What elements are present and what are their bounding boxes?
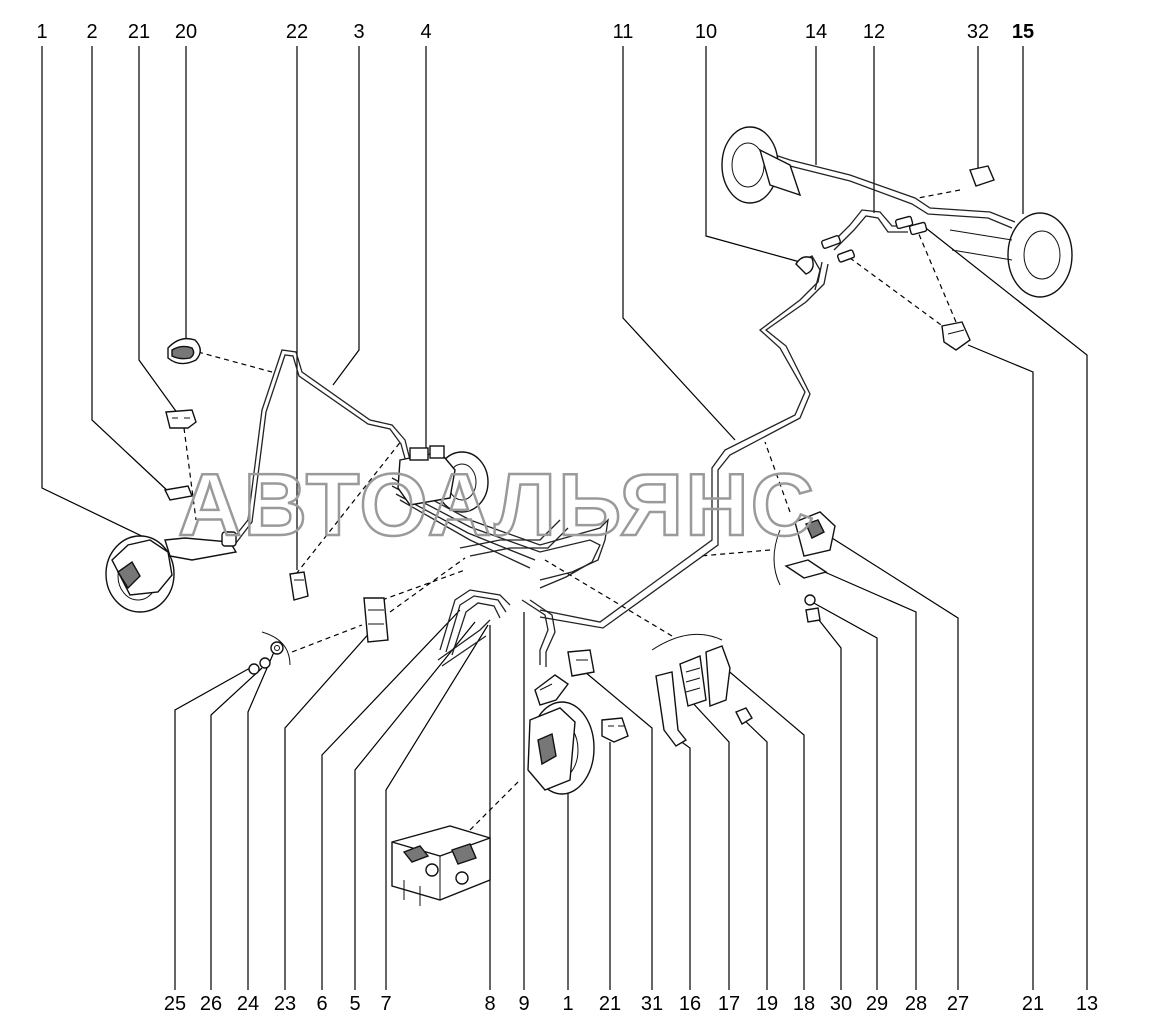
rear-fittings	[795, 215, 928, 275]
right-front-brake	[527, 649, 629, 795]
center-brackets	[651, 633, 753, 747]
callout-bottom-16: 18	[793, 993, 815, 1015]
callout-top-1: 1	[36, 21, 47, 43]
callout-bottom-10: 1	[562, 993, 573, 1015]
left-front-brake	[105, 531, 238, 613]
callout-top-7: 4	[420, 21, 431, 43]
callout-bottom-12: 31	[641, 993, 663, 1015]
callout-bottom-17: 30	[830, 993, 852, 1015]
callout-bottom-15: 19	[756, 993, 778, 1015]
callout-top-6: 3	[353, 21, 364, 43]
callout-bottom-22: 13	[1076, 993, 1098, 1015]
callout-bottom-5: 6	[316, 993, 327, 1015]
left-small-parts	[163, 337, 389, 675]
callout-bottom-4: 23	[274, 993, 296, 1015]
watermark-text: АВТОАЛЬЯНС	[178, 455, 816, 554]
callout-bottom-18: 29	[866, 993, 888, 1015]
callout-bottom-9: 9	[518, 993, 529, 1015]
callout-bottom-19: 28	[905, 993, 927, 1015]
callouts-bottom: 25 26 24 23 6 5 7 8 9 1 21 31 16 17 19 1…	[164, 993, 1098, 1015]
callout-top-2: 2	[86, 21, 97, 43]
callout-top-12: 32	[967, 21, 989, 43]
callout-bottom-13: 16	[679, 993, 701, 1015]
callout-bottom-14: 17	[718, 993, 740, 1015]
assembly-arrows	[183, 189, 961, 653]
rear-axle	[721, 126, 1073, 351]
leader-lines-top	[41, 46, 1024, 570]
callout-bottom-6: 5	[349, 993, 360, 1015]
master-cylinder	[397, 445, 489, 513]
callout-top-13: 15	[1012, 21, 1034, 43]
callout-top-9: 10	[695, 21, 717, 43]
callout-top-8: 11	[613, 21, 634, 43]
callout-top-3: 21	[128, 21, 150, 43]
callout-bottom-2: 26	[200, 993, 222, 1015]
callout-bottom-11: 21	[599, 993, 621, 1015]
callout-bottom-8: 8	[484, 993, 495, 1015]
callout-top-10: 14	[805, 21, 827, 43]
callout-bottom-21: 21	[1022, 993, 1044, 1015]
callout-bottom-1: 25	[164, 993, 186, 1015]
callout-top-11: 12	[863, 21, 885, 43]
callout-top-4: 20	[175, 21, 197, 43]
right-clips	[773, 511, 836, 623]
callout-top-5: 22	[286, 21, 308, 43]
callout-bottom-3: 24	[237, 993, 259, 1015]
callout-bottom-7: 7	[380, 993, 391, 1015]
abs-unit	[391, 779, 521, 906]
callouts-top: 1 2 21 20 22 3 4 11 10 14 12 32 15	[36, 21, 1034, 43]
callout-bottom-20: 27	[947, 993, 969, 1015]
